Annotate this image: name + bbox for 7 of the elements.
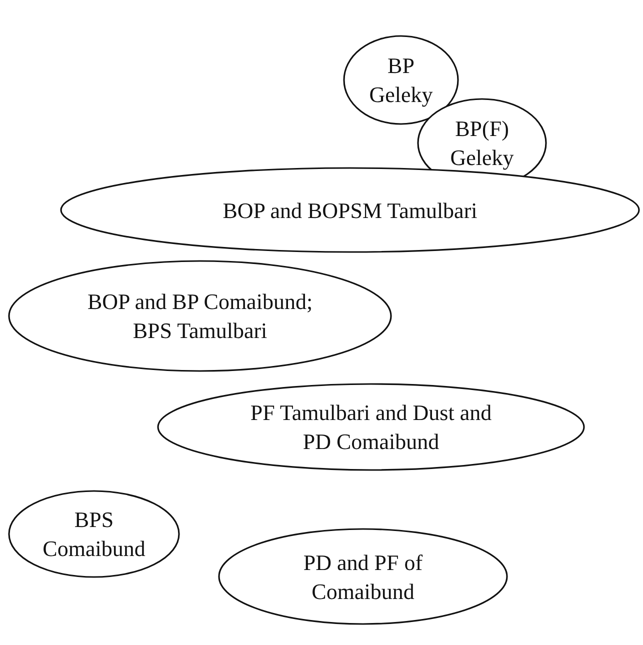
node-label: BOP and BOPSM Tamulbari xyxy=(222,196,478,224)
node-label: BP Geleky xyxy=(368,52,434,109)
node-label: PF Tamulbari and Dust and PD Comaibund xyxy=(249,399,493,456)
node-label: BOP and BP Comaibund; BPS Tamulbari xyxy=(86,288,314,345)
node-label: BPS Comaibund xyxy=(42,506,146,563)
node-label: PD and PF of Comaibund xyxy=(302,548,424,606)
node-label: BP(F) Geleky xyxy=(449,115,515,172)
